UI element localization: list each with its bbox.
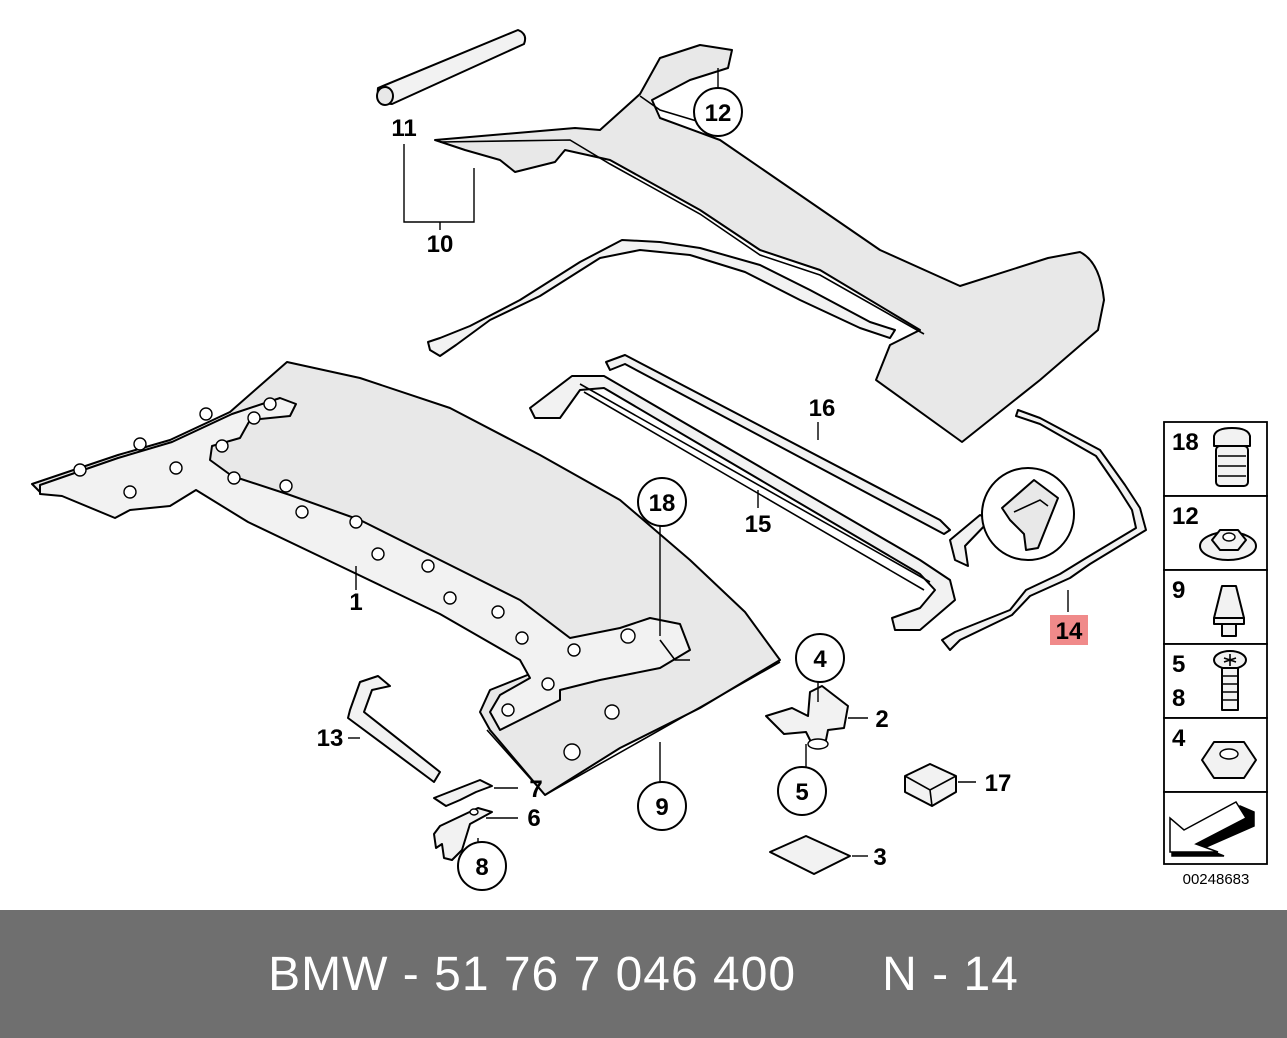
callout-16[interactable]: 16 — [809, 395, 836, 422]
panel-cell-9[interactable]: 9 — [1163, 569, 1268, 645]
detail-magnifier — [981, 467, 1075, 561]
panel-label-4: 4 — [1172, 725, 1186, 752]
callout-10[interactable]: 10 — [427, 231, 454, 258]
parts-diagram: 11 10 1 13 7 6 2 3 17 16 15 14 12 18 9 4… — [31, 29, 1268, 891]
rivet-nut-icon — [1213, 427, 1251, 487]
part-17-block[interactable] — [904, 763, 957, 807]
panel-cell-12[interactable]: 12 — [1163, 495, 1268, 571]
part-7-plate[interactable] — [433, 779, 493, 807]
callout-6[interactable]: 6 — [527, 805, 540, 832]
panel-cell-arrow[interactable] — [1163, 791, 1268, 865]
flange-nut-icon — [1199, 529, 1257, 561]
callout-5: 5 — [795, 779, 808, 806]
part-3-pad[interactable] — [769, 835, 851, 875]
hex-nut-icon — [1201, 741, 1257, 779]
callout-3[interactable]: 3 — [873, 844, 886, 871]
leader-lines — [348, 68, 1069, 857]
panel-cell-5-8[interactable]: 5 8 — [1163, 643, 1268, 719]
callout-12-circle[interactable]: 12 — [693, 87, 743, 137]
plug-pin-icon — [1213, 585, 1245, 637]
callout-14: 14 — [1056, 618, 1083, 645]
panel-label-9: 9 — [1172, 577, 1185, 604]
part-2-hinge[interactable] — [765, 685, 849, 750]
part-spoiler-panel[interactable] — [434, 44, 1105, 443]
part-13-bracket[interactable] — [347, 675, 441, 783]
callout-9: 9 — [655, 794, 668, 821]
panel-label-18: 18 — [1172, 429, 1199, 456]
callout-4: 4 — [813, 646, 827, 673]
callout-15[interactable]: 15 — [745, 511, 772, 538]
callout-2[interactable]: 2 — [875, 706, 888, 733]
torx-screw-icon — [1213, 650, 1247, 711]
callout-8: 8 — [475, 854, 488, 881]
catalog-number: 00248683 — [1183, 871, 1250, 888]
part-16-strip[interactable] — [605, 354, 951, 535]
callout-1[interactable]: 1 — [349, 589, 362, 616]
callout-14-highlighted[interactable]: 14 — [1050, 615, 1088, 645]
direction-arrow-icon — [1169, 801, 1255, 857]
callout-4-circle[interactable]: 4 — [795, 633, 845, 683]
panel-cell-4[interactable]: 4 — [1163, 717, 1268, 793]
part-6-bracket[interactable] — [433, 807, 493, 861]
callout-13[interactable]: 13 — [317, 725, 344, 752]
panel-cell-18[interactable]: 18 — [1163, 421, 1268, 497]
callout-9-circle[interactable]: 9 — [637, 781, 687, 831]
part-number-banner: BMW - 51 76 7 046 400 N - 14 — [0, 910, 1287, 1038]
small-parts-panel: 18 12 9 — [1163, 421, 1268, 888]
part-11-rod[interactable] — [376, 29, 527, 106]
callout-11[interactable]: 11 — [391, 115, 416, 142]
part-seal-upper[interactable] — [427, 239, 896, 357]
part-number-text: BMW - 51 76 7 046 400 N - 14 — [268, 947, 1019, 1001]
exploded-view-svg: 11 10 1 13 7 6 2 3 17 16 15 14 12 18 9 4… — [31, 29, 1268, 891]
panel-label-5: 5 — [1172, 651, 1185, 678]
callout-17[interactable]: 17 — [985, 770, 1012, 797]
callout-8-circle[interactable]: 8 — [457, 841, 507, 891]
callout-18: 18 — [649, 490, 676, 517]
panel-label-12: 12 — [1172, 503, 1199, 530]
callout-5-circle[interactable]: 5 — [777, 766, 827, 816]
part-1-panel[interactable] — [31, 361, 781, 797]
part-14-seal[interactable] — [941, 409, 1147, 651]
part-15-seal[interactable] — [529, 375, 956, 631]
panel-label-8: 8 — [1172, 685, 1185, 712]
callout-7[interactable]: 7 — [529, 776, 542, 803]
callout-12: 12 — [705, 100, 732, 127]
callout-18-circle[interactable]: 18 — [637, 477, 687, 527]
